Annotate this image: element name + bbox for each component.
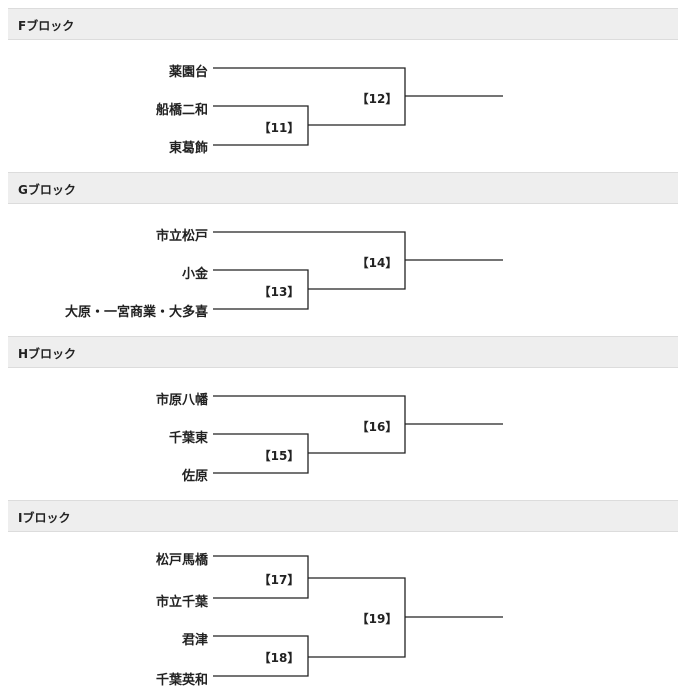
team-name: 市立千葉 — [155, 595, 208, 610]
match-number: 【11】 — [258, 121, 300, 135]
team-name: 市原八幡 — [155, 393, 208, 408]
bracket-line — [213, 635, 309, 677]
bracket-line — [213, 231, 406, 290]
bracket-line — [213, 433, 309, 474]
team-name: 船橋二和 — [155, 103, 208, 118]
team-name: 佐原 — [181, 469, 208, 484]
match-number: 【13】 — [258, 285, 300, 299]
bracket-lines — [213, 231, 503, 310]
match-number: 【18】 — [258, 651, 300, 665]
bracket-lines — [213, 555, 503, 677]
bracket-line — [213, 555, 309, 599]
bracket-line — [213, 67, 406, 126]
match-number: 【15】 — [258, 449, 300, 463]
bracket-lines — [213, 395, 503, 474]
block-title: Hブロック — [18, 347, 77, 361]
team-name: 薬園台 — [168, 65, 208, 80]
bracket-line — [213, 105, 309, 146]
match-number: 【16】 — [356, 420, 398, 434]
team-name: 君津 — [181, 633, 208, 648]
bracket-line — [213, 395, 406, 454]
team-name: 千葉英和 — [155, 673, 208, 688]
match-number: 【12】 — [356, 92, 398, 106]
team-name: 大原・一宮商業・大多喜 — [64, 305, 208, 320]
match-number: 【17】 — [258, 573, 300, 587]
team-name: 市立松戸 — [155, 229, 208, 244]
block-header: Hブロック — [8, 336, 678, 368]
block-header: Iブロック — [8, 500, 678, 532]
block-header: Gブロック — [8, 172, 678, 204]
team-name: 松戸馬橋 — [155, 553, 208, 568]
match-number: 【14】 — [356, 256, 398, 270]
team-name: 千葉東 — [168, 431, 208, 446]
block-title: Iブロック — [18, 511, 71, 525]
block-header: Fブロック — [8, 8, 678, 40]
bracket-line — [213, 269, 309, 310]
block-title: Fブロック — [18, 19, 75, 33]
block-title: Gブロック — [18, 183, 76, 197]
team-name: 東葛飾 — [168, 141, 208, 156]
team-name: 小金 — [181, 267, 208, 282]
match-number: 【19】 — [356, 612, 398, 626]
bracket-line — [308, 577, 406, 658]
